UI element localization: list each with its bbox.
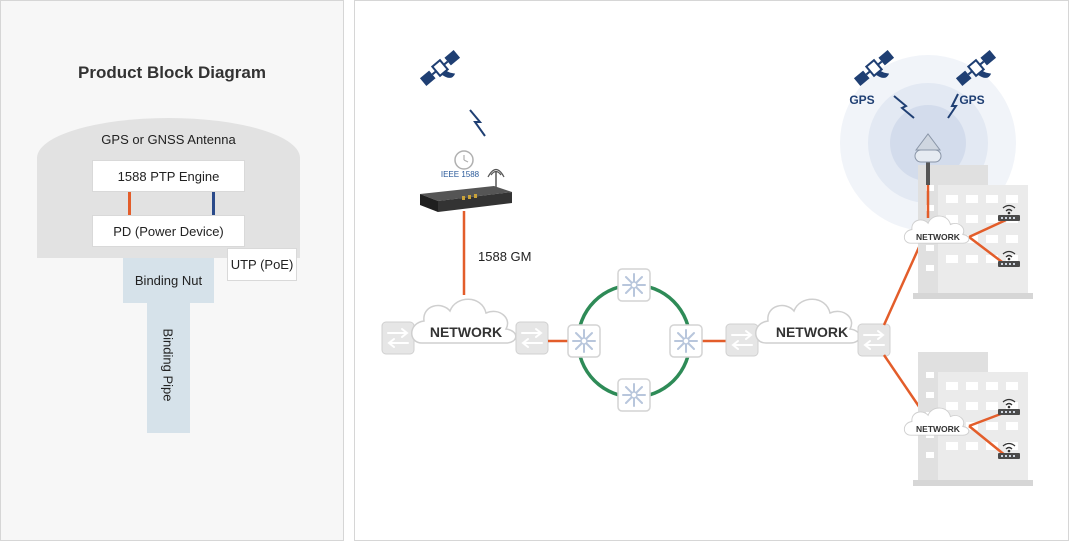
network-label-main: NETWORK xyxy=(430,324,502,340)
binding-pipe xyxy=(147,303,190,433)
link-to-building-bottom xyxy=(882,354,922,409)
power-device-box: PD (Power Device) xyxy=(92,215,245,247)
network-diagram: IEEE 1588 1588 GM NETWORK NETWORK GPS GP… xyxy=(381,48,1033,486)
gps-label-2: GPS xyxy=(959,93,984,107)
switch-icon-top xyxy=(617,268,651,302)
gps-label-1: GPS xyxy=(849,93,874,107)
satellite-icon-gm xyxy=(418,48,468,95)
router-icon-right xyxy=(725,323,759,357)
antenna-label: GPS or GNSS Antenna xyxy=(101,132,236,147)
ptp-engine-box: 1588 PTP Engine xyxy=(92,160,245,192)
binding-pipe-label: Binding Pipe xyxy=(160,328,176,402)
router-icon-left-2 xyxy=(515,321,549,355)
switch-icon-right xyxy=(669,324,703,358)
signal-bolt-icon-gm xyxy=(469,109,486,137)
switch-icon-bottom xyxy=(617,378,651,412)
network-label-building-bottom: NETWORK xyxy=(916,424,961,434)
router-icon-right-2 xyxy=(857,323,891,357)
ap-link-top-1 xyxy=(968,218,1007,239)
router-icon-left xyxy=(381,321,415,355)
gm-label: 1588 GM xyxy=(478,249,531,264)
binding-nut: Binding Nut xyxy=(123,258,214,303)
ap-link-bottom-2 xyxy=(968,425,1007,457)
network-label-right: NETWORK xyxy=(776,324,848,340)
utp-poe-box: UTP (PoE) xyxy=(227,248,297,281)
gps-antenna-icon xyxy=(914,133,942,185)
switch-icon-left xyxy=(567,324,601,358)
blue-wire xyxy=(212,192,215,215)
grandmaster-device: IEEE 1588 xyxy=(420,150,512,212)
network-label-building-top: NETWORK xyxy=(916,232,961,242)
block-diagram-title: Product Block Diagram xyxy=(78,63,266,82)
clock-icon xyxy=(454,150,474,170)
signal-bolt-icon-gps-2 xyxy=(947,93,959,119)
red-wire xyxy=(128,192,131,215)
ieee-1588-badge: IEEE 1588 xyxy=(441,170,480,179)
signal-bolt-icon-gps-1 xyxy=(893,95,915,119)
ap-link-top-2 xyxy=(968,236,1007,266)
link-to-building-top xyxy=(882,244,922,326)
